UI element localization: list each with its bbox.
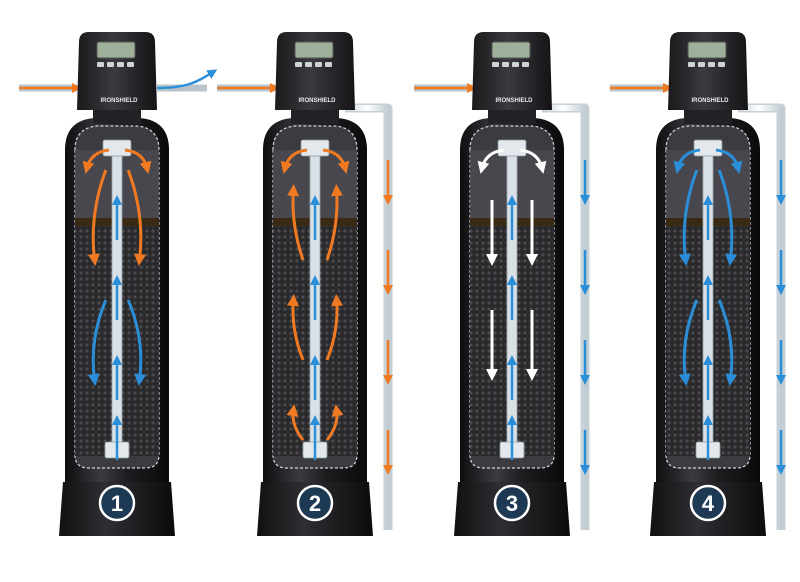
head-neck xyxy=(291,108,339,124)
outlet-flow-arrow xyxy=(156,69,218,90)
control-button xyxy=(512,62,519,67)
brand-logo: IRONSHIELD xyxy=(100,98,138,104)
media-flow-arrow xyxy=(717,169,738,266)
top-flow-arrow-right xyxy=(124,148,152,174)
drain-pipe-highlight xyxy=(738,105,784,530)
top-flow-arrow-left xyxy=(477,148,505,174)
control-button xyxy=(522,62,529,67)
step-badge xyxy=(98,484,136,522)
brand-logo: IRONSHIELD xyxy=(495,98,533,104)
lcd-display xyxy=(491,41,531,59)
filter-unit-4: IRONSHIELD 4 xyxy=(610,32,786,536)
brand-logo: IRONSHIELD xyxy=(691,98,729,104)
step-number: 3 xyxy=(506,491,518,516)
media-flow-arrow xyxy=(87,299,108,386)
backwash-flow-arrow xyxy=(325,294,344,361)
control-button xyxy=(492,62,499,67)
control-button xyxy=(698,62,705,67)
backwash-flow-arrow xyxy=(286,404,305,441)
brand-logo: IRONSHIELD xyxy=(298,98,336,104)
media-flow-arrow xyxy=(87,169,108,266)
step-number: 1 xyxy=(111,491,123,516)
top-flow-arrow-right xyxy=(322,148,350,174)
filter-unit-1: IRONSHIELD 1 xyxy=(19,32,218,536)
step-badge xyxy=(296,484,334,522)
step-badge xyxy=(689,484,727,522)
top-flow-arrow-right xyxy=(715,148,743,174)
filter-unit-3: IRONSHIELD 3 xyxy=(414,32,590,536)
media-flow-arrow xyxy=(678,169,699,266)
step-number: 2 xyxy=(309,491,321,516)
head-neck xyxy=(488,108,536,124)
top-basket xyxy=(102,139,132,157)
media-flow-arrow xyxy=(126,299,147,386)
lcd-display xyxy=(687,41,727,59)
backwash-flow-arrow xyxy=(287,184,305,261)
step-number: 4 xyxy=(702,491,715,516)
control-button xyxy=(325,62,332,67)
control-button xyxy=(127,62,134,67)
lcd-display xyxy=(294,41,334,59)
top-flow-arrow-left xyxy=(280,148,308,174)
head-neck xyxy=(93,108,141,124)
lcd-display xyxy=(96,41,136,59)
control-button xyxy=(708,62,715,67)
media-flow-arrow xyxy=(717,299,738,386)
backwash-flow-arrow xyxy=(325,184,343,261)
backwash-flow-arrow xyxy=(325,404,344,441)
head-neck xyxy=(684,108,732,124)
top-basket xyxy=(693,139,723,157)
filter-unit-2: IRONSHIELD 2 xyxy=(217,32,393,536)
drain-pipe-highlight xyxy=(542,105,588,530)
top-basket xyxy=(300,139,330,157)
top-basket xyxy=(497,139,527,157)
control-button xyxy=(315,62,322,67)
control-button xyxy=(502,62,509,67)
control-button xyxy=(117,62,124,67)
top-flow-arrow-left xyxy=(82,148,110,174)
backwash-flow-arrow xyxy=(286,294,305,361)
control-button xyxy=(97,62,104,67)
step-badge xyxy=(493,484,531,522)
media-flow-arrow xyxy=(126,169,147,266)
control-button xyxy=(107,62,114,67)
control-button xyxy=(688,62,695,67)
top-flow-arrow-left xyxy=(673,148,701,174)
control-button xyxy=(718,62,725,67)
drain-pipe-highlight xyxy=(345,105,391,530)
control-button xyxy=(305,62,312,67)
top-flow-arrow-right xyxy=(519,148,547,174)
control-button xyxy=(295,62,302,67)
media-flow-arrow xyxy=(678,299,699,386)
